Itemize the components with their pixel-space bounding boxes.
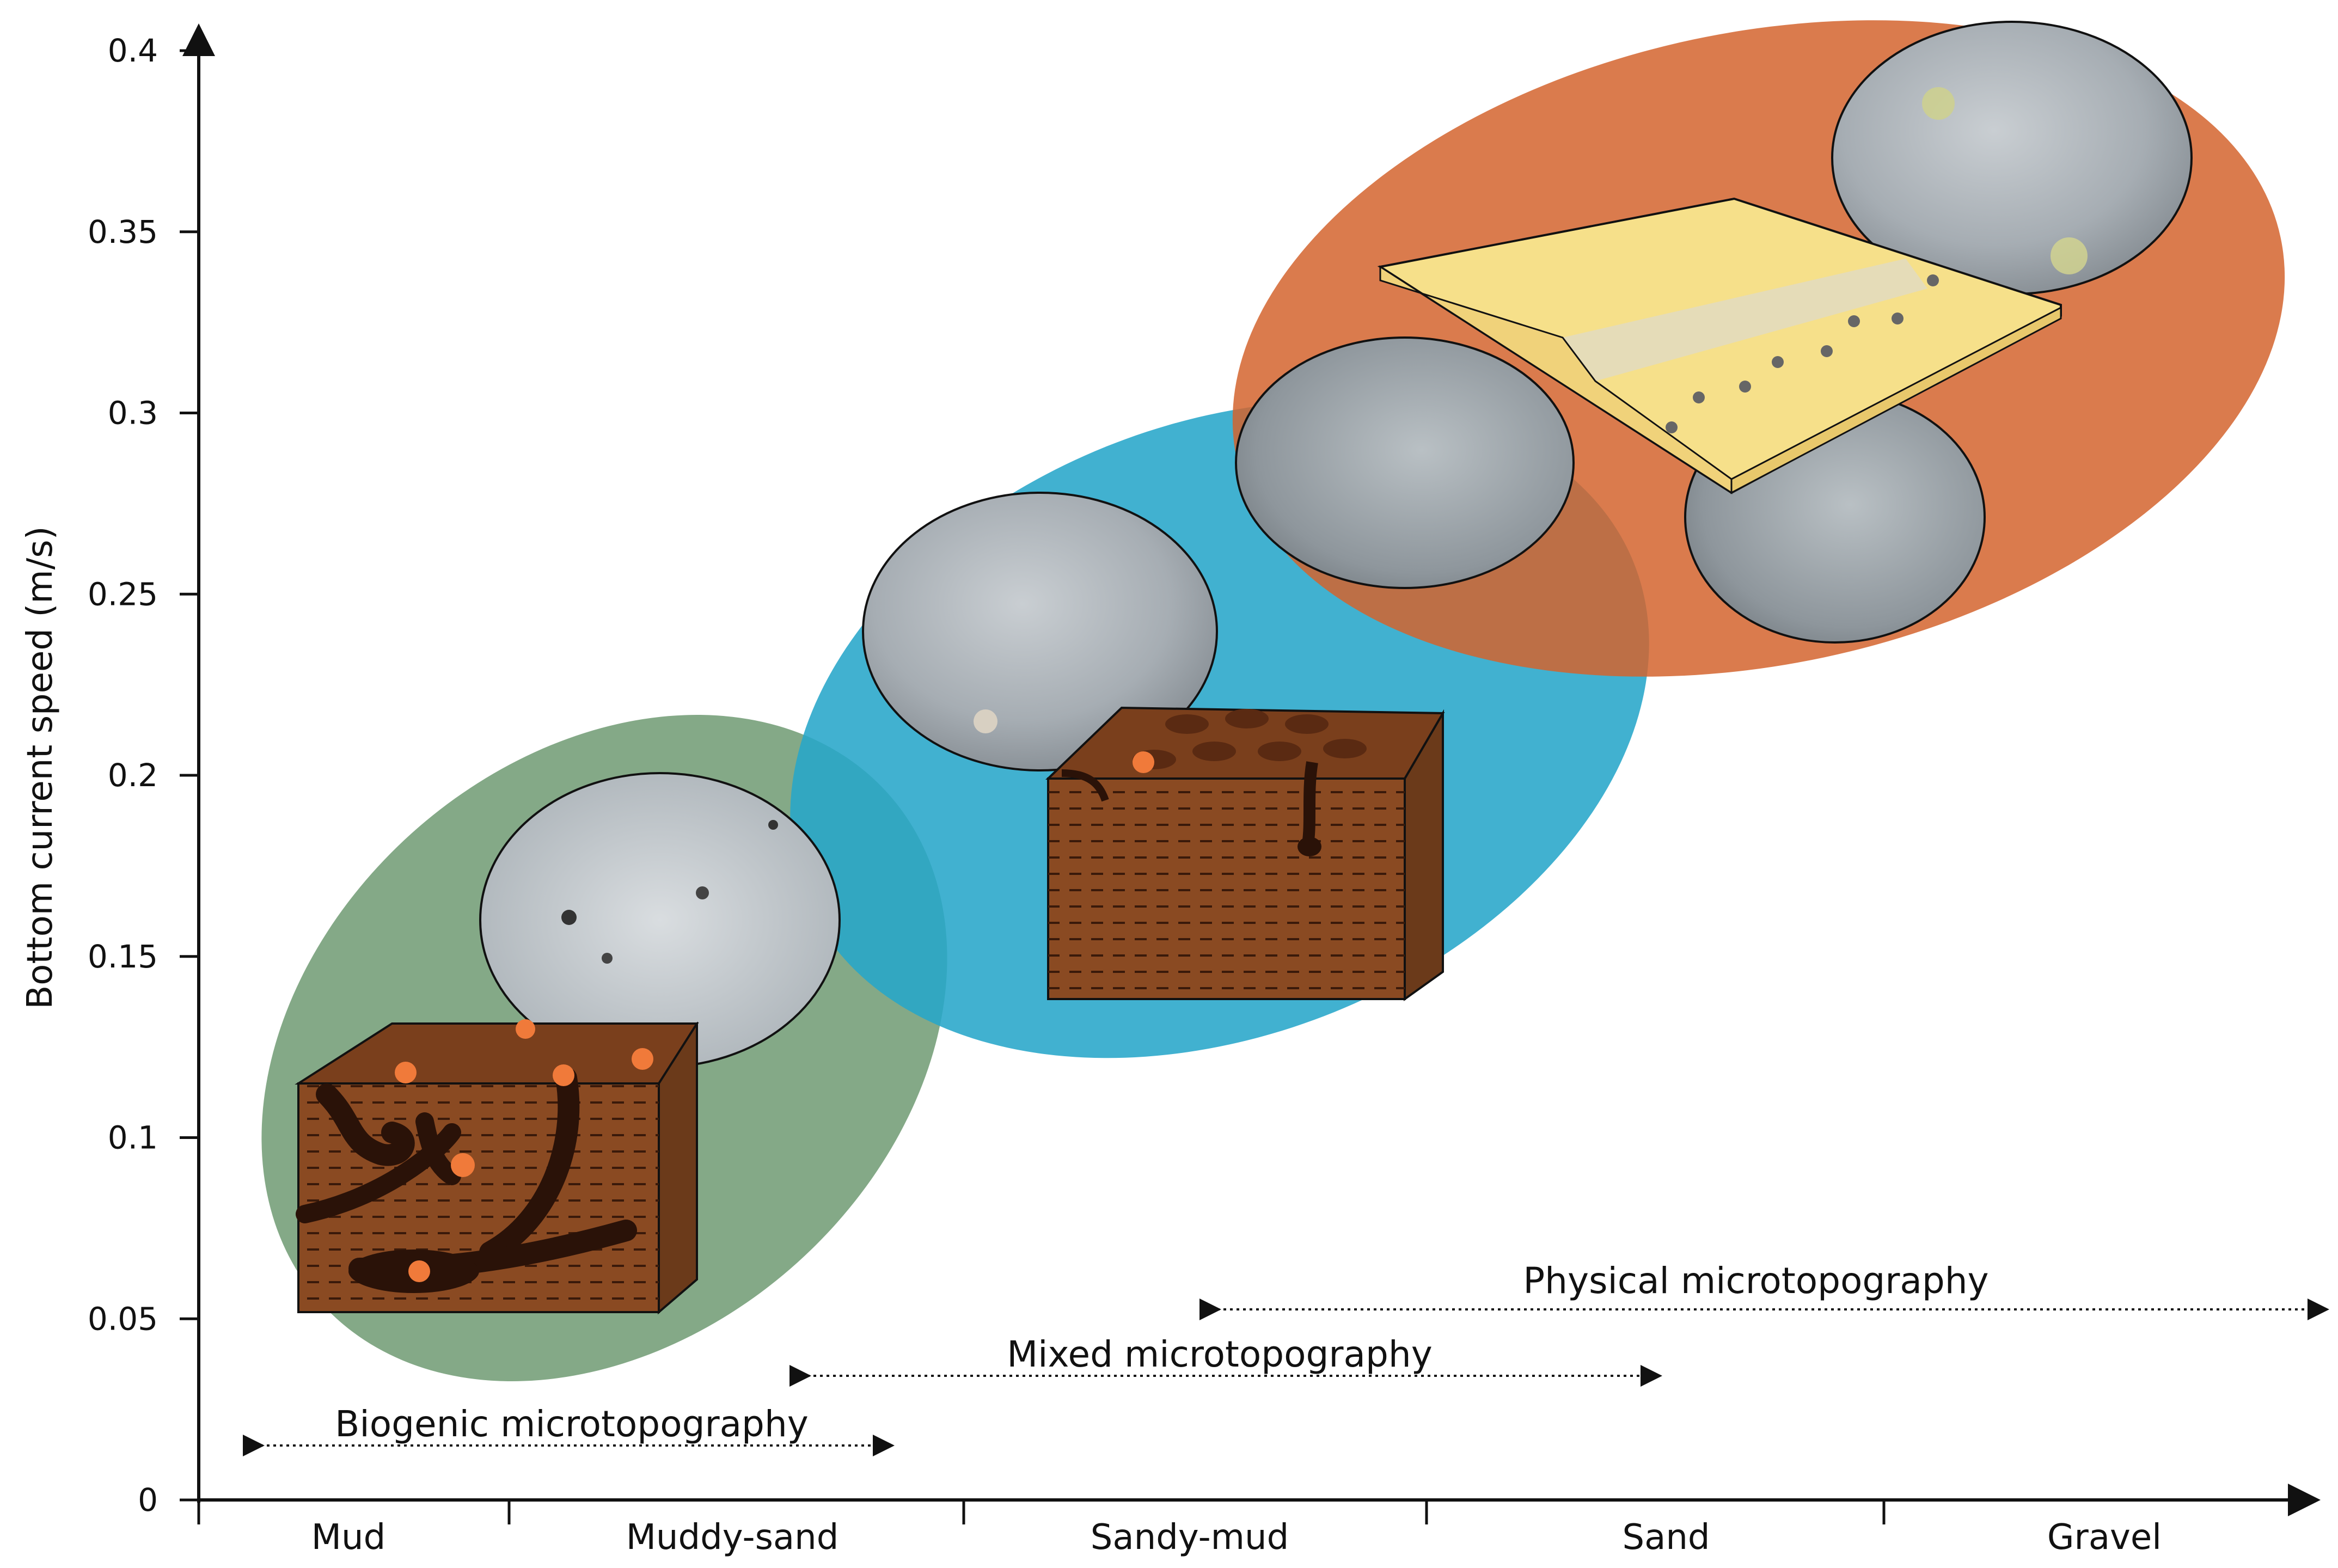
physical-range: Physical microtopography [1199,1260,2329,1320]
seafloor-photo-gravel [1831,21,2193,295]
y-tick-label: 0.2 [108,757,158,794]
y-tick-label: 0.3 [108,395,158,432]
organism-icon [451,1153,475,1177]
y-axis-ticks: 0 0.05 0.1 0.15 0.2 0.25 0.3 0.35 0.4 [88,32,199,1518]
y-tick-label: 0.05 [88,1300,158,1337]
burrow-path [415,1112,461,1185]
x-category-label: Gravel [2047,1517,2162,1558]
seafloor-photo-sand-left [1235,336,1575,589]
physical-ripple-slab [1377,197,2062,494]
organism-icon [632,1048,653,1070]
seafloor-photo-sandy-mud [862,492,1218,771]
physical-range-label: Physical microtopography [1523,1260,1988,1302]
organism-icon [395,1062,417,1083]
y-tick-label: 0.15 [88,938,158,975]
y-axis-title: Bottom current speed (m/s) [20,526,60,1009]
burrow-path [479,1067,580,1263]
burrow-path [1061,769,1109,802]
y-tick-label: 0.1 [108,1119,158,1156]
organism-icon [1133,751,1154,773]
mixed-range-label: Mixed microtopography [1007,1333,1433,1375]
burrow-path [296,1123,461,1223]
seafloor-photo-mud [479,772,841,1068]
mixed-range: Mixed microtopography [789,1333,1662,1387]
x-category-label: Sand [1622,1517,1710,1558]
burrow-path [316,1083,415,1166]
y-tick-label: 0.25 [88,575,158,612]
y-tick-label: 0.35 [88,213,158,250]
y-tick-label: 0 [138,1481,158,1518]
organism-icon [408,1260,430,1282]
organism-icon [516,1019,535,1039]
burrow-path [1301,761,1318,851]
x-category-label: Muddy-sand [626,1517,839,1558]
y-tick-label: 0.4 [108,32,158,69]
x-axis-ticks: Mud Muddy-sand Sandy-mud Sand Gravel [197,1500,2162,1558]
organism-icon [553,1064,574,1086]
mixed-sediment-block [1045,706,1445,1001]
biogenic-range-label: Biogenic microtopography [335,1403,809,1445]
x-category-label: Sandy-mud [1091,1517,1289,1558]
x-category-label: Mud [311,1517,385,1558]
biogenic-range: Biogenic microtopography [243,1403,895,1456]
biogenic-sediment-block [295,1019,699,1315]
